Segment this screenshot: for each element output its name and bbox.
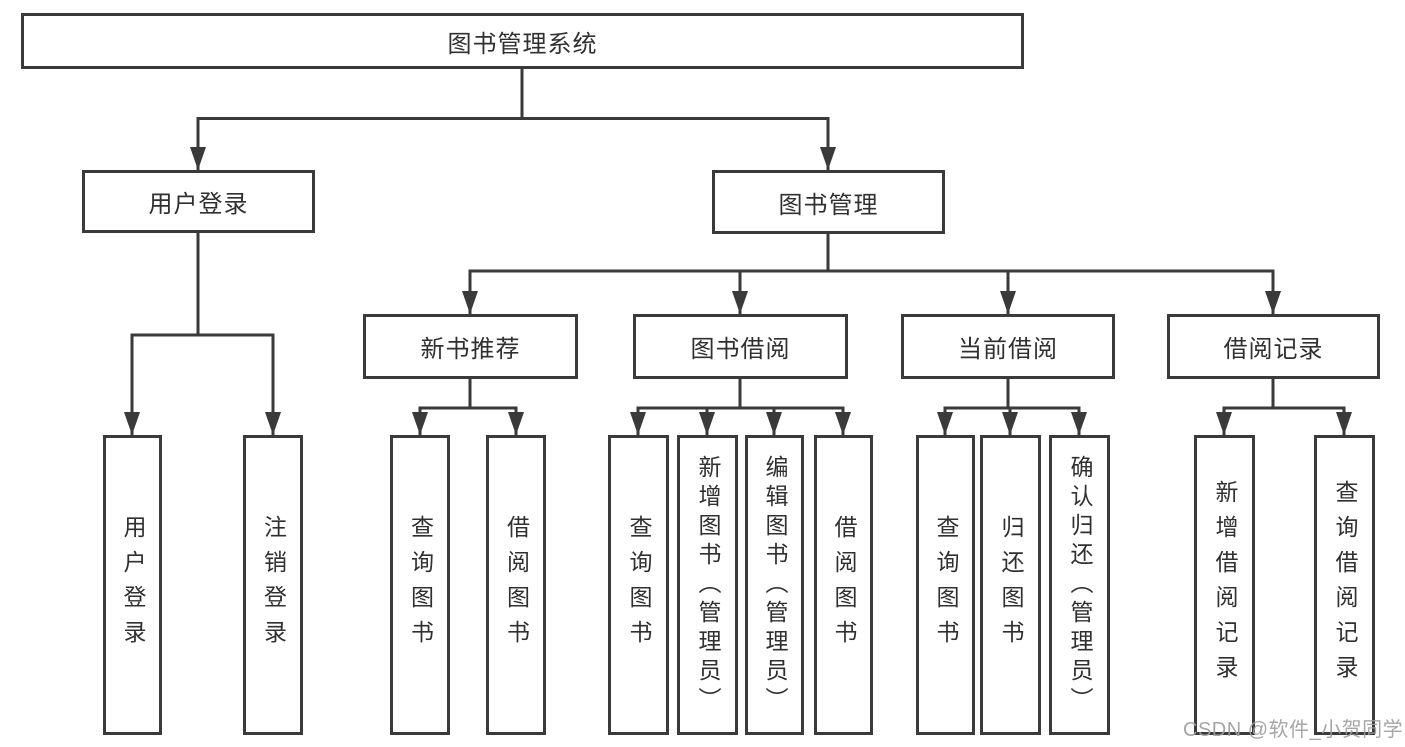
wires-root: [190, 69, 836, 170]
node-book-mgmt: 图书管理: [712, 170, 945, 234]
wires-borrow-records: [1216, 379, 1352, 435]
node-user-login: 用户登录: [82, 170, 315, 233]
wires-book-mgmt: [462, 234, 1281, 314]
node-root: 图书管理系统: [21, 13, 1024, 69]
leaf-edit-book: 编辑图书（管理员）: [745, 435, 804, 735]
leaf-query-record: 查询借阅记录: [1314, 435, 1375, 735]
wires-book-borrow: [630, 379, 851, 435]
leaf-query-book-3: 查询图书: [916, 435, 975, 735]
leaf-return-book: 归还图书: [980, 435, 1041, 735]
csdn-watermark: CSDN @软件_小贺同学: [1183, 719, 1404, 741]
leaf-add-record: 新增借阅记录: [1194, 435, 1255, 735]
leaf-borrow-book-2: 借阅图书: [814, 435, 873, 735]
leaf-confirm-return: 确认归还（管理员）: [1049, 435, 1110, 735]
leaf-query-book-2: 查询图书: [608, 435, 669, 735]
leaf-add-book: 新增图书（管理员）: [677, 435, 738, 735]
leaf-logout: 注销登录: [243, 435, 303, 735]
node-book-borrow: 图书借阅: [633, 314, 848, 379]
wires-current-borrow: [937, 379, 1087, 435]
leaf-query-book-1: 查询图书: [390, 435, 450, 735]
node-current-borrow: 当前借阅: [901, 314, 1115, 379]
node-new-book-rec: 新书推荐: [363, 314, 578, 379]
wires-new-book-rec: [412, 379, 524, 435]
leaf-user-login: 用户登录: [103, 435, 162, 735]
node-borrow-records: 借阅记录: [1167, 314, 1380, 379]
wires-user-login: [124, 233, 281, 435]
leaf-borrow-book-1: 借阅图书: [486, 435, 546, 735]
